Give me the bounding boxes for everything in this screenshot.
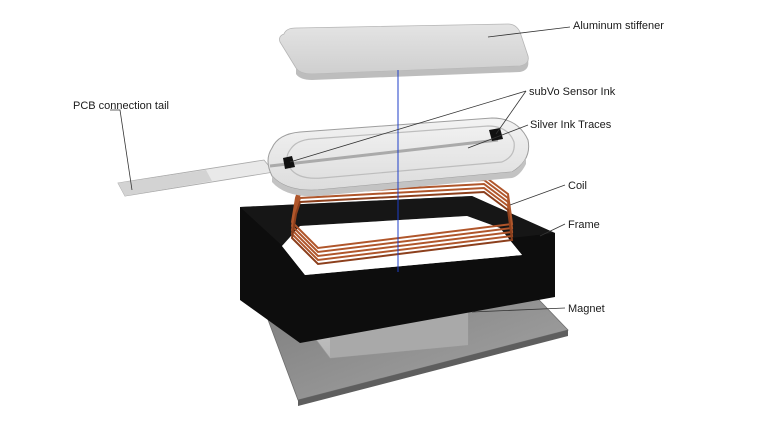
sensor-substrate-edge: [272, 158, 526, 197]
label-subvo-sensor-ink: subVo Sensor Ink: [529, 86, 616, 98]
leader-silver-ink-traces: [467, 124, 529, 149]
leader-magnet: [471, 307, 566, 313]
subvo-sensor-ink-pad-left: [283, 156, 295, 169]
label-silver-ink-traces: Silver Ink Traces: [530, 119, 612, 131]
silver-ink-trace: [269, 138, 499, 168]
label-magnet: Magnet: [568, 303, 605, 315]
leader-frame: [539, 223, 566, 237]
pcb-tail-contacts: [118, 170, 212, 196]
label-coil: Coil: [568, 180, 587, 192]
label-aluminum-stiffener: Aluminum stiffener: [573, 20, 664, 32]
leader-pcb-connection-tail: [110, 109, 133, 191]
magnet-base-edge: [298, 330, 568, 406]
leader-subvo-sensor-ink-2: [495, 90, 527, 135]
leader-lines: [110, 26, 571, 313]
leader-aluminum-stiffener: [487, 26, 571, 38]
leader-subvo-sensor-ink-1: [289, 90, 527, 163]
label-frame: Frame: [568, 219, 600, 231]
stiffener-edge: [296, 56, 529, 80]
stiffener-plate: [279, 23, 529, 75]
aluminum-stiffener: [279, 23, 529, 80]
coil-turn-5: [290, 190, 514, 266]
leader-coil: [509, 184, 566, 206]
subvo-sensor-ink-pad-right: [489, 128, 503, 141]
label-pcb-connection-tail: PCB connection tail: [73, 100, 169, 112]
